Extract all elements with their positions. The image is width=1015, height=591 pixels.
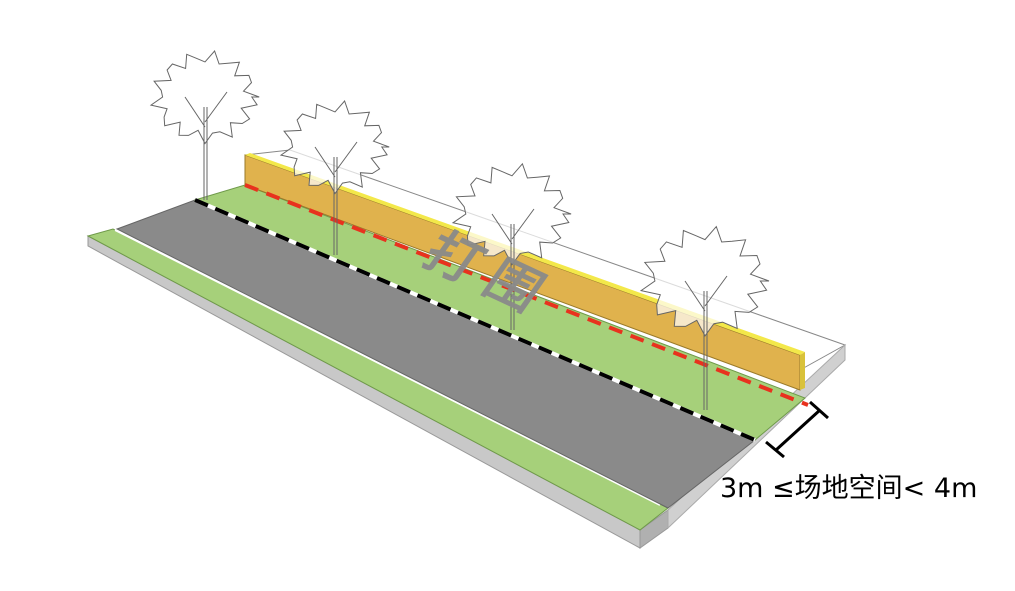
dimension-label: 3m ≤场地空间< 4m [720,473,978,504]
tree-icon [279,100,390,255]
hoarding-wall-end [800,352,805,390]
dimension-marker [765,400,829,459]
near-curb-line [114,229,661,506]
curb-line-black-dashed [194,198,756,442]
tree-icon [149,50,260,200]
tree-icon [639,225,770,410]
tree-icon [451,162,572,330]
site-boundary-red-dashed [244,183,809,407]
site-back-outline [244,149,847,371]
